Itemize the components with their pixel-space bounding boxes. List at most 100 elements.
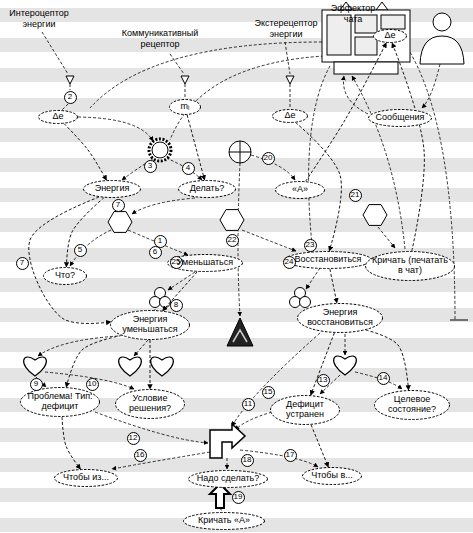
callout-number: 18: [241, 454, 254, 467]
hexagon-symbols: [108, 205, 387, 233]
heart: [119, 357, 142, 376]
ellipse-shape: [271, 396, 340, 425]
dashed-connector: [66, 198, 104, 267]
wire: [42, 32, 68, 74]
antenna: [376, 2, 388, 10]
node-text: Целевое состояние?: [378, 395, 446, 415]
stripe: [0, 458, 473, 472]
callout-number: 7: [16, 257, 29, 270]
ellipse-node: Чтобы из...: [54, 469, 118, 487]
stripe: [0, 188, 473, 202]
callout-number: 10: [86, 378, 99, 391]
ellipse-shape: [298, 304, 383, 333]
ellipse-node: Сообщения: [368, 109, 432, 127]
wire: [168, 272, 195, 290]
wire: [227, 458, 228, 469]
wire: [170, 54, 184, 74]
ellipse-node: Чтобы в...: [302, 467, 362, 485]
wire: [309, 66, 330, 245]
callout-number: 22: [226, 234, 239, 247]
callout-number: 11: [242, 398, 255, 411]
ellipse-shape: [168, 255, 243, 272]
ellipse-node: Проблема! Тип: дефицит: [20, 387, 100, 417]
ellipse-shape: [276, 182, 325, 199]
ellipse-shape: [170, 100, 201, 115]
callout-number: 19: [232, 491, 245, 504]
ellipse-node: Целевое состояние?: [374, 390, 450, 420]
part-label: Эффектор чата: [326, 3, 380, 25]
ellipse-node: «А»: [275, 181, 325, 199]
heart-symbols: [24, 356, 357, 376]
node-text: Дефицит устранен: [274, 400, 336, 420]
ellipse-node: Надо сделать?: [188, 470, 268, 488]
node-text: Δе: [384, 31, 395, 41]
dashed-connector: [366, 330, 409, 390]
monitor-base: [334, 62, 398, 74]
wire: [285, 42, 290, 74]
wire: [134, 340, 148, 356]
node-text: mᵢ: [181, 102, 190, 112]
receptor-symbol: [286, 76, 294, 84]
wire: [344, 76, 369, 114]
receptor-symbol: [181, 76, 189, 84]
ellipse-node: mᵢ: [169, 99, 201, 115]
ellipse-shape: [273, 110, 308, 123]
dashed-connector: [392, 43, 424, 251]
node-text: Проблема! Тип: дефицит: [24, 392, 96, 412]
stripe-bands: [0, 8, 473, 532]
head: [433, 13, 451, 31]
node-text: Надо сделать?: [197, 474, 260, 484]
node-text: Кричать «А»: [198, 516, 250, 526]
wire: [112, 452, 210, 469]
dashed-connector: [311, 425, 328, 467]
ellipse-node: Δе: [373, 29, 407, 43]
ellipse-node: Что?: [43, 267, 87, 285]
ellipse-node: Делать?: [178, 180, 236, 198]
ellipse-shape: [179, 181, 236, 198]
ellipse-shape: [366, 252, 455, 281]
ellipse-node: Восстановиться: [284, 251, 372, 269]
dashed-connector: [306, 43, 387, 181]
node-text: Чтобы из...: [63, 473, 109, 483]
lobe: [150, 297, 161, 308]
tick-line: [450, 320, 468, 321]
ellipse-node: Энергия: [83, 180, 141, 198]
ellipse-node: Энергия восстановиться: [297, 303, 383, 333]
node-text: Что?: [55, 271, 75, 281]
lobe: [160, 297, 171, 308]
node-text: Чтобы в...: [311, 471, 352, 481]
node-text: Сообщения: [376, 113, 425, 123]
callout-number: 16: [134, 449, 147, 462]
node-text: Делать?: [190, 184, 225, 194]
callout-number: 23: [304, 239, 317, 252]
wire: [78, 117, 153, 141]
dashed-connector: [29, 197, 111, 323]
wire: [90, 42, 322, 108]
callout-number: 7: [112, 199, 125, 212]
ellipse-shape: [369, 110, 432, 127]
callout-number: 14: [377, 372, 390, 385]
wire: [378, 227, 395, 248]
body: [420, 36, 464, 64]
wire: [166, 158, 202, 180]
ellipse-shape: [189, 471, 268, 488]
dashed-connector: [62, 417, 80, 469]
node-text: Δе: [52, 112, 63, 122]
ellipse-shape: [285, 252, 372, 269]
callout-number: 15: [262, 386, 275, 399]
ellipse-node: Уменьшаться: [167, 254, 243, 272]
ellipse-node: Кричать (печатать в чат): [365, 251, 455, 281]
ellipse-shape: [39, 111, 78, 124]
heart: [334, 356, 357, 375]
ellipse-shape: [303, 468, 362, 485]
wire: [132, 198, 195, 214]
ellipse-shape: [375, 391, 450, 420]
ellipse-shape: [21, 388, 100, 417]
callout-number: 5: [74, 244, 87, 257]
callout-number: 9: [30, 378, 43, 391]
wire: [290, 84, 291, 108]
ellipse-node: Δе: [38, 110, 78, 124]
lobe: [300, 297, 311, 308]
ellipse-shape: [374, 30, 407, 43]
